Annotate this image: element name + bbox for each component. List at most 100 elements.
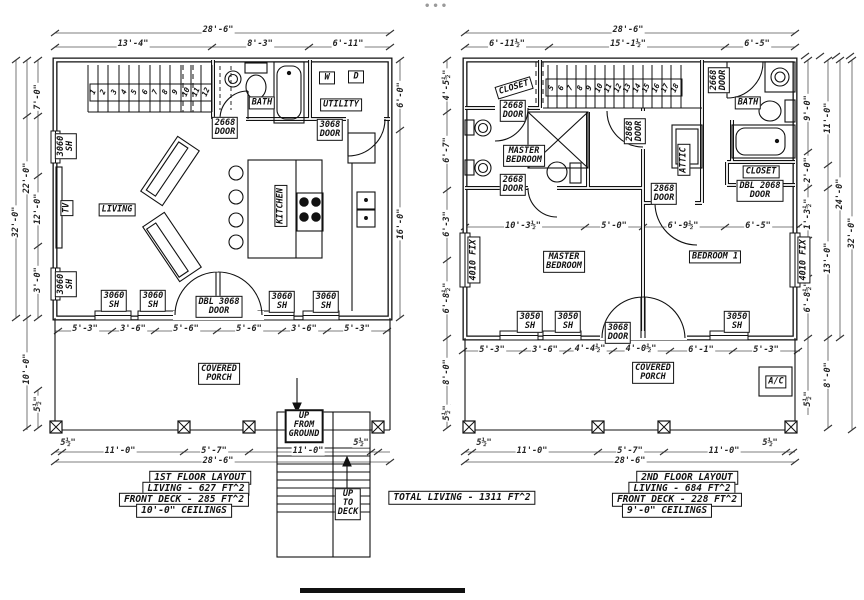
dim-label: 5½" — [802, 390, 813, 408]
window-tag: 3060 SH — [312, 290, 340, 314]
dim-label: 28'-6" — [611, 24, 645, 35]
plan1-doors — [174, 90, 386, 316]
dim-label: 3'-6" — [119, 323, 147, 334]
dim-label: 6'-8½" — [802, 280, 813, 314]
plan1-bath-fixtures — [219, 61, 305, 124]
appliance-dryer: D — [348, 70, 364, 84]
dim-label: 5'-0" — [600, 220, 628, 231]
appliance-washer: W — [319, 71, 335, 85]
window-tag: 3050 SH — [554, 310, 582, 334]
dim-label: 5'-6" — [235, 323, 263, 334]
dim-label: 5'-3" — [478, 344, 506, 355]
dim-label: 4'-4½" — [573, 343, 607, 354]
dim-label: 6'-11½" — [488, 38, 526, 49]
stair-note-up-to-deck: UP TO DECK — [334, 488, 362, 520]
dim-label: 13'-4" — [116, 38, 150, 49]
dim-label: 5½" — [352, 437, 370, 448]
dim-label: 11'-0" — [103, 445, 137, 456]
ellipsis-icon[interactable]: ••• — [424, 1, 450, 12]
dim-label: 28'-6" — [613, 455, 647, 466]
plan1-stairs — [87, 65, 213, 113]
porch-posts — [49, 420, 798, 434]
dim-label: 6'-7" — [441, 136, 452, 164]
room-label-closet-2: CLOSET — [742, 165, 780, 179]
dim-label: 8'-0" — [822, 361, 833, 389]
dim-label: 3'-6" — [531, 344, 559, 355]
dim-label: 11'-0" — [515, 445, 549, 456]
dim-label: 11'-0" — [822, 101, 833, 135]
dim-label: 28'-6" — [201, 24, 235, 35]
dim-label: 10'-3½" — [504, 220, 542, 231]
plan2-porch — [464, 338, 796, 431]
dim-label: 5'-3" — [71, 323, 99, 334]
stair-note-up-from-ground: UP FROM GROUND — [284, 409, 324, 443]
dim-label: 6'-9½" — [666, 220, 700, 231]
door-tag: 2668 DOOR — [211, 116, 239, 140]
room-label-bath-1: BATH — [248, 96, 276, 110]
dim-label: 5'-7" — [200, 445, 228, 456]
dim-label: 5'-6" — [172, 323, 200, 334]
room-label-covered-porch-1: COVERED PORCH — [198, 362, 240, 386]
plan2-master-bath-fixtures — [464, 111, 589, 184]
room-label-bedroom-1: BEDROOM 1 — [688, 250, 742, 264]
window-tag: 3060 SH — [54, 270, 78, 298]
dim-label: 5½" — [59, 437, 77, 448]
plan2-bath-fixtures — [731, 61, 796, 159]
window-tag: 4010 FIX — [797, 236, 811, 284]
dim-label: 11'-0" — [291, 445, 325, 456]
dim-label: 2'-0" — [802, 156, 813, 184]
dim-label: 16'-0" — [395, 207, 406, 241]
plan1-porch — [54, 318, 391, 431]
door-tag: 2868 DOOR — [623, 117, 647, 145]
dim-label: 5'-3" — [752, 344, 780, 355]
plan2-ceiling-height: 9'-0" CEILINGS — [621, 503, 713, 519]
dim-label: 6'-3" — [441, 210, 452, 238]
dim-label: 6'-5" — [744, 220, 772, 231]
dim-label: 5½" — [475, 437, 493, 448]
dim-label: 7'-0" — [32, 83, 43, 111]
dim-label: 5½" — [32, 395, 43, 413]
window-tag: 4010 FIX — [467, 236, 481, 284]
dim-label: 5½" — [761, 437, 779, 448]
dim-label: 3'-0" — [32, 266, 43, 294]
dim-label: 12'-0" — [32, 192, 43, 226]
door-tag: 3068 DOOR — [316, 118, 344, 142]
shower — [527, 111, 589, 169]
dim-label: 3'-6" — [290, 323, 318, 334]
window-tag: 3060 SH — [139, 289, 167, 313]
plan1-kitchen-island — [228, 132, 376, 311]
room-label-covered-porch-2: COVERED PORCH — [632, 361, 674, 385]
dim-label: 6'-1" — [687, 344, 715, 355]
ac-unit-box — [758, 366, 793, 397]
door-tag: 2668 DOOR — [707, 66, 731, 94]
window-tag: 3050 SH — [723, 310, 751, 334]
dim-label: 15'-1½" — [609, 38, 647, 49]
dim-label: 5½" — [441, 404, 452, 422]
total-living-area: TOTAL LIVING - 1311 FT^2 — [388, 490, 536, 506]
room-label-master-bath: MASTER BEDROOM — [503, 144, 545, 168]
plan1-ceiling-height: 10'-0" CEILINGS — [136, 503, 232, 519]
dim-label: 4'-0½" — [624, 343, 658, 354]
ac-unit-label: A/C — [765, 375, 787, 389]
room-label-master-bedroom: MASTER BEDROOM — [543, 250, 585, 274]
dim-label: 22'-0" — [21, 161, 32, 195]
dim-label: 32'-0" — [10, 205, 21, 239]
room-label-kitchen: KITCHEN — [274, 185, 288, 227]
deck-stairs — [276, 378, 371, 558]
door-tag: 2668 DOOR — [499, 173, 527, 197]
window-tag: 3060 SH — [268, 290, 296, 314]
dim-label: 32'-0" — [846, 216, 857, 250]
door-tag: 2668 DOOR — [499, 99, 527, 123]
dim-label: 6'-11" — [331, 38, 365, 49]
tv-label: TV — [60, 199, 74, 217]
dim-label: 8'-3" — [246, 38, 274, 49]
dim-label: 4'-5½" — [441, 68, 452, 102]
dim-label: 8'-0" — [441, 358, 452, 386]
window-tag: 3060 SH — [54, 132, 78, 160]
door-tag: 2868 DOOR — [650, 182, 678, 206]
window-tag: 3060 SH — [100, 289, 128, 313]
door-tag: DBL 3068 DOOR — [195, 295, 243, 319]
plan2-doors — [494, 61, 764, 339]
dim-label: 24'-0" — [834, 177, 845, 211]
dim-label: 5'-7" — [616, 445, 644, 456]
